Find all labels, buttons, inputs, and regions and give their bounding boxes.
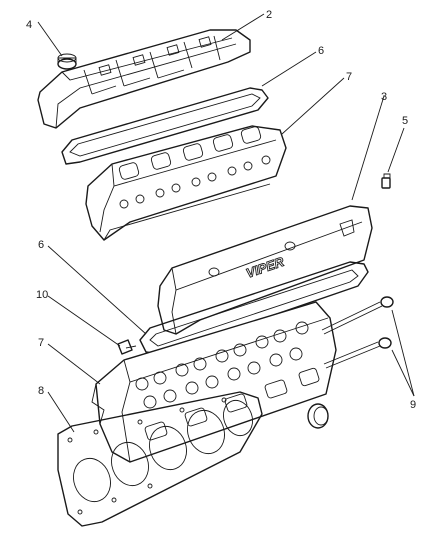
cylinder-head-left	[85, 125, 287, 241]
callout-6-bottom: 6	[38, 239, 44, 251]
callout-9: 9	[410, 399, 416, 411]
callout-3: 3	[381, 91, 387, 103]
callout-2: 2	[266, 9, 272, 21]
callout-7-bottom: 7	[38, 337, 44, 349]
head-gasket	[57, 391, 263, 527]
valve-cover-left	[37, 29, 251, 129]
valve-cover-gasket-left	[61, 87, 269, 165]
breather-fitting	[381, 173, 391, 189]
callout-6-top: 6	[318, 45, 324, 57]
seal-ring	[307, 403, 329, 429]
callout-7-top: 7	[346, 71, 352, 83]
callout-labels: 4 2 6 7 3 5 6 10 7 8 9	[26, 9, 416, 411]
leader-lines	[37, 13, 415, 433]
head-bolts	[321, 296, 394, 369]
valve-cover-viper: VIPER	[157, 205, 373, 335]
cylinder-head-right	[91, 301, 337, 463]
callout-10: 10	[36, 289, 48, 301]
sensor-fitting	[117, 339, 137, 355]
callout-5: 5	[402, 115, 408, 127]
callout-4: 4	[26, 19, 32, 31]
oil-filler-cap	[57, 53, 77, 70]
callout-8: 8	[38, 385, 44, 397]
